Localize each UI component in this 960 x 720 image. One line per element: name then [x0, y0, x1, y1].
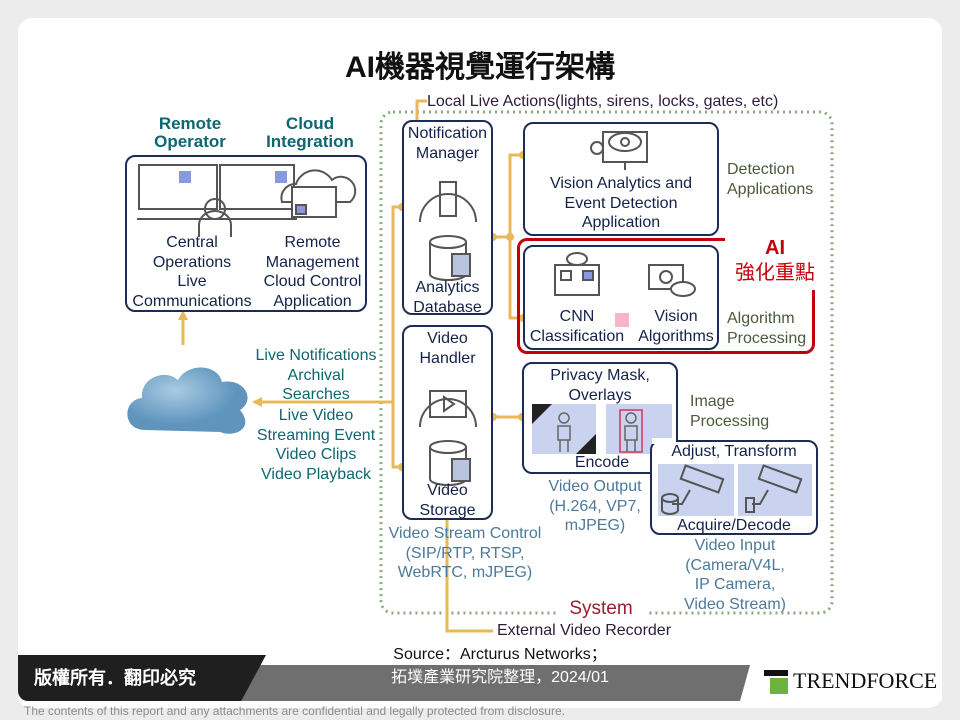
system-boundary [379, 110, 834, 615]
privacy-encode-box[interactable]: Privacy Mask,Overlays Encode [522, 362, 678, 474]
encode-label: Encode [574, 454, 630, 471]
local-actions-label: Local Live Actions(lights, sirens, locks… [427, 93, 779, 110]
video-output-label: Video Output(H.264, VP7,mJPEG) [548, 478, 642, 534]
footer-bar [240, 665, 770, 701]
camera-icons [658, 464, 812, 516]
ai-label-backdrop [725, 234, 820, 290]
video-player-icon [419, 390, 477, 486]
stream-control-label: Video Stream Control(SIP/RTP, RTSP,WebRT… [388, 525, 542, 581]
copyright-text: 版權所有．翻印必究 [34, 668, 196, 688]
operator-monitors-icon [137, 164, 357, 237]
ai-focus-highlight [517, 238, 815, 354]
copyright-block [18, 655, 266, 701]
server-icon [419, 181, 477, 281]
acquire-box[interactable]: Adjust, Transform Acquire/Decode [650, 440, 818, 535]
eye-monitor-icon [590, 131, 648, 170]
page-title: AI機器視覺運行架構 [345, 51, 615, 84]
cloud-shape [127, 367, 248, 434]
source-line-2: 拓墣產業研究院整理，2024/01 [391, 669, 609, 686]
privacy-mask-images [532, 404, 672, 454]
trendforce-logo-mark [764, 670, 788, 694]
trendforce-logo-text: TRENDFORCE [793, 668, 938, 693]
external-recorder-label: External Video Recorder [497, 622, 672, 639]
box-join [652, 438, 676, 444]
pink-marker [615, 313, 629, 327]
system-label: System [569, 598, 633, 619]
privacy-mask-label: Privacy Mask,Overlays [550, 367, 650, 404]
disclaimer: The contents of this report and any atta… [24, 704, 565, 718]
acquire-decode-label: Acquire/Decode [677, 517, 791, 534]
adjust-transform-label: Adjust, Transform [671, 443, 797, 460]
video-input-label: Video Input(Camera/V4L,IP Camera,Video S… [684, 537, 786, 613]
source-line-1: Source：Arcturus Networks； [393, 646, 607, 663]
cnn-vision-icons [554, 252, 696, 297]
